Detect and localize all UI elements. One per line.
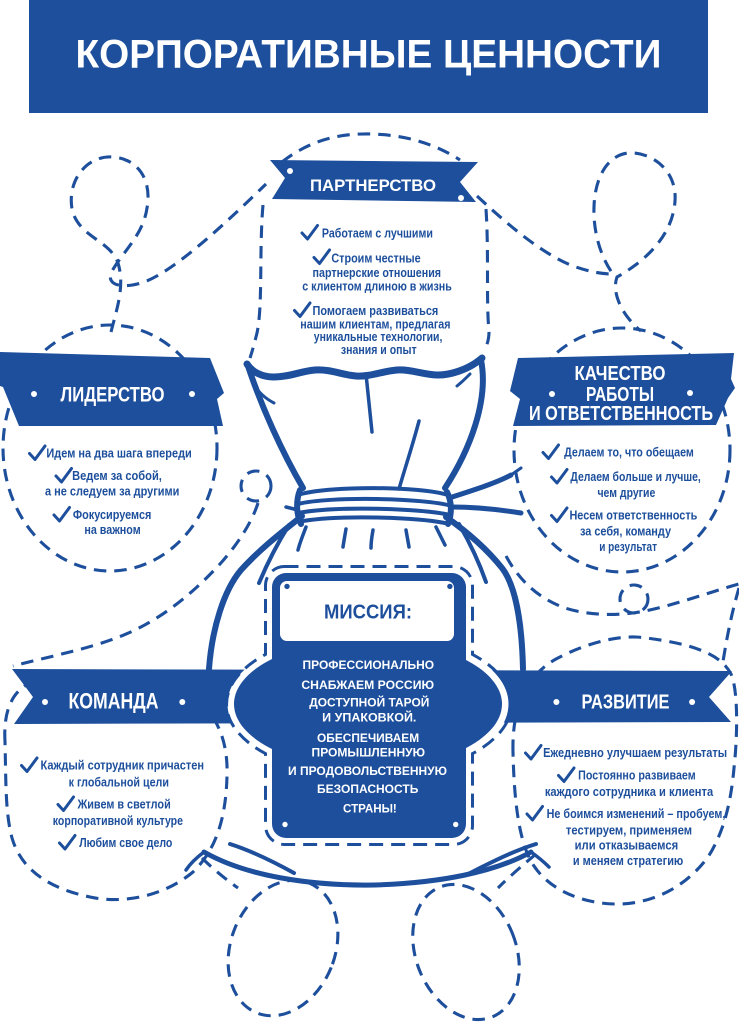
svg-text:ЛИДЕРСТВО: ЛИДЕРСТВО [61, 383, 165, 407]
svg-text:Каждый сотрудник причастен: Каждый сотрудник причастен [41, 758, 205, 773]
svg-text:КОРПОРАТИВНЫЕ ЦЕННОСТИ: КОРПОРАТИВНЫЕ ЦЕННОСТИ [76, 33, 662, 77]
svg-text:Фокусируемся: Фокусируемся [73, 507, 152, 522]
svg-text:Работаем с лучшими: Работаем с лучшими [322, 226, 433, 241]
svg-text:Идем на два шага впереди: Идем на два шага впереди [46, 446, 191, 461]
svg-text:Живем в светлой: Живем в светлой [77, 797, 171, 812]
svg-text:на важном: на важном [84, 522, 140, 537]
svg-text:Делаем больше и лучше,: Делаем больше и лучше, [570, 469, 700, 484]
svg-text:за себя, команду: за себя, команду [580, 523, 672, 538]
svg-text:РАБОТЫ: РАБОТЫ [586, 384, 654, 406]
svg-text:чем другие: чем другие [597, 485, 655, 500]
svg-text:И ОТВЕТСТВЕННОСТЬ: И ОТВЕТСТВЕННОСТЬ [529, 403, 713, 425]
svg-text:ДОСТУПНОЙ ТАРОЙ: ДОСТУПНОЙ ТАРОЙ [309, 697, 429, 710]
svg-text:СТРАНЫ!: СТРАНЫ! [343, 803, 397, 815]
svg-text:Не боимся изменений – пробуем,: Не боимся изменений – пробуем, [547, 806, 726, 821]
svg-text:И УПАКОВКОЙ.: И УПАКОВКОЙ. [322, 711, 416, 724]
svg-text:партнерские отношения: партнерские отношения [313, 265, 442, 280]
svg-text:Помогаем развиваться: Помогаем развиваться [313, 303, 439, 318]
svg-text:ПРОМЫШЛЕННУЮ: ПРОМЫШЛЕННУЮ [312, 748, 426, 760]
svg-text:или отказываемся: или отказываемся [575, 838, 679, 853]
svg-text:И ПРОДОВОЛЬСТВЕННУЮ: И ПРОДОВОЛЬСТВЕННУЮ [288, 766, 447, 778]
svg-text:Постоянно развиваем: Постоянно развиваем [578, 768, 696, 783]
svg-text:Любим свое дело: Любим свое дело [79, 835, 172, 850]
svg-text:и меняем стратегию: и меняем стратегию [573, 853, 683, 868]
svg-text:Делаем то, что обещаем: Делаем то, что обещаем [564, 445, 694, 460]
svg-text:Ежедневно улучшаем результаты: Ежедневно улучшаем результаты [543, 745, 727, 760]
svg-text:БЕЗОПАСНОСТЬ: БЕЗОПАСНОСТЬ [317, 784, 418, 796]
svg-text:Строим честные: Строим честные [331, 251, 420, 266]
svg-text:КОМАНДА: КОМАНДА [69, 689, 159, 714]
svg-text:нашим клиентам, предлагая: нашим клиентам, предлагая [300, 316, 450, 331]
svg-text:знания и опыт: знания и опыт [341, 342, 417, 357]
svg-text:СНАБЖАЕМ РОССИЮ: СНАБЖАЕМ РОССИЮ [301, 680, 434, 692]
svg-text:ОБЕСПЕЧИВАЕМ: ОБЕСПЕЧИВАЕМ [317, 733, 419, 745]
svg-text:к глобальной цели: к глобальной цели [69, 775, 169, 790]
svg-text:каждого сотрудника и клиента: каждого сотрудника и клиента [545, 784, 714, 799]
svg-text:МИССИЯ:: МИССИЯ: [324, 602, 412, 624]
svg-text:Ведем за собой,: Ведем за собой, [72, 468, 162, 483]
svg-text:ПРОФЕССИОНАЛЬНО: ПРОФЕССИОНАЛЬНО [303, 660, 435, 672]
svg-text:а не следуем за другими: а не следуем за другими [45, 484, 180, 499]
svg-text:Несем ответственность: Несем ответственность [569, 508, 697, 523]
svg-text:с клиентом длиною в жизнь: с клиентом длиною в жизнь [302, 279, 452, 294]
svg-text:уникальные технологии,: уникальные технологии, [314, 329, 443, 344]
svg-text:тестируем, применяем: тестируем, применяем [566, 823, 692, 838]
svg-text:ПАРТНЕРСТВО: ПАРТНЕРСТВО [310, 176, 436, 195]
svg-text:РАЗВИТИЕ: РАЗВИТИЕ [582, 692, 670, 714]
svg-text:корпоративной культуре: корпоративной культуре [53, 813, 183, 828]
svg-text:КАЧЕСТВО: КАЧЕСТВО [575, 363, 666, 385]
svg-text:и результат: и результат [599, 539, 657, 554]
